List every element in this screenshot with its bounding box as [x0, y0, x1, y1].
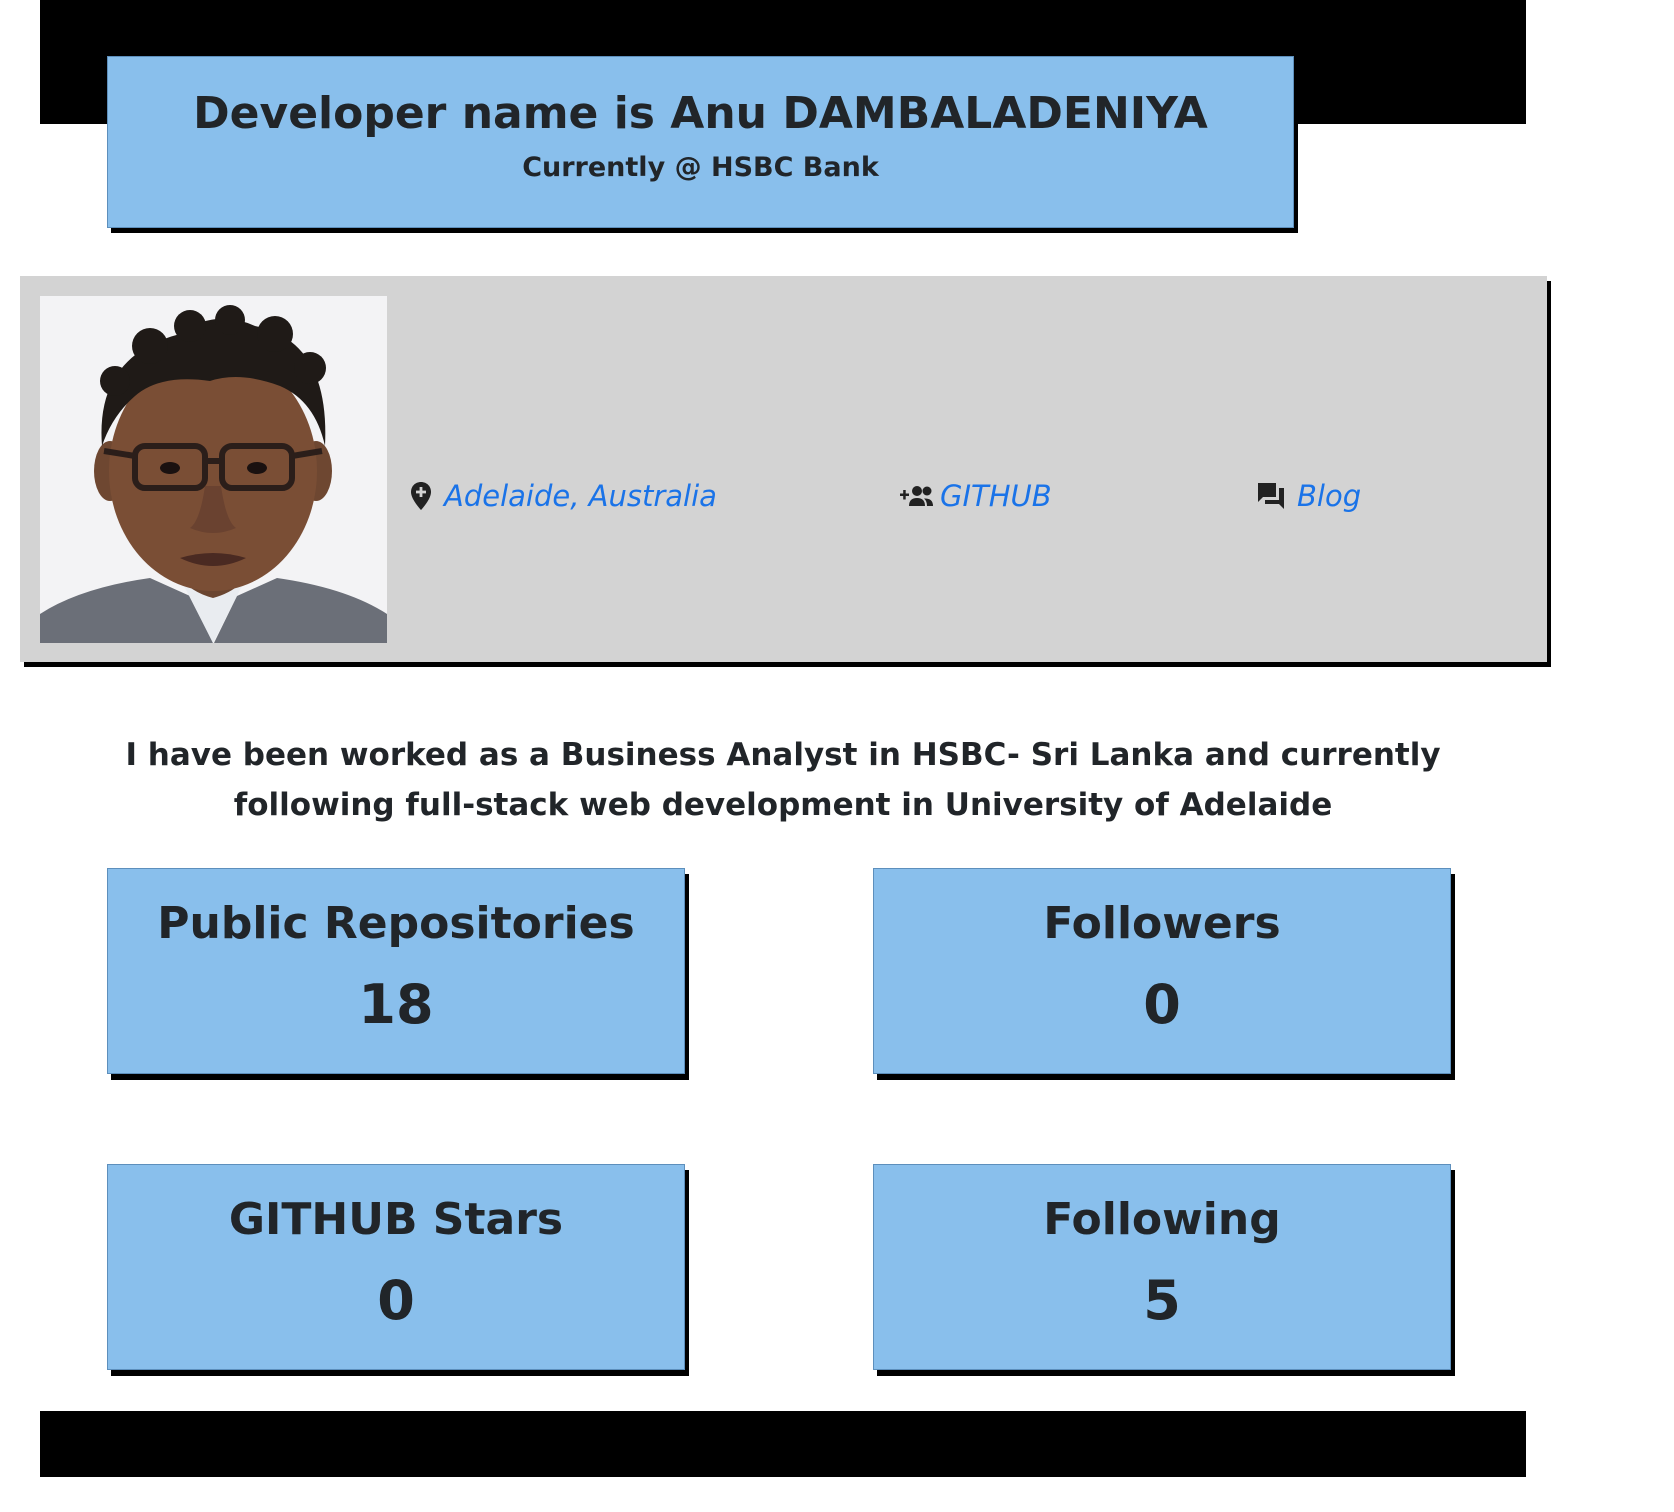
stat-label: Following: [1043, 1194, 1281, 1245]
avatar: [40, 296, 387, 643]
location-link[interactable]: Adelaide, Australia: [410, 476, 717, 516]
profile-panel: Adelaide, Australia GITHUB Blog: [20, 276, 1547, 662]
stat-value: 5: [1143, 1269, 1181, 1332]
stat-value: 18: [358, 973, 434, 1036]
bottom-bar: [40, 1411, 1526, 1477]
stat-value: 0: [377, 1269, 415, 1332]
location-pin-icon: [410, 481, 432, 511]
bio-text: I have been worked as a Business Analyst…: [125, 737, 1441, 823]
stat-card-following: Following 5: [873, 1164, 1451, 1370]
github-link[interactable]: GITHUB: [900, 476, 1052, 516]
stat-label: Followers: [1043, 898, 1281, 949]
chat-forum-icon: [1257, 482, 1285, 510]
stat-label: Public Repositories: [157, 898, 635, 949]
location-text: Adelaide, Australia: [444, 479, 717, 513]
blog-link[interactable]: Blog: [1257, 476, 1361, 516]
stat-card-github-stars: GITHUB Stars 0: [107, 1164, 685, 1370]
developer-header-card: Developer name is Anu DAMBALADENIYA Curr…: [107, 56, 1294, 228]
stat-card-public-repositories: Public Repositories 18: [107, 868, 685, 1074]
stat-label: GITHUB Stars: [228, 1194, 564, 1245]
blog-text: Blog: [1297, 479, 1362, 513]
profile-photo-icon: [40, 296, 387, 643]
stat-value: 0: [1143, 973, 1181, 1036]
add-people-icon: [900, 484, 934, 508]
current-employer: Currently @ HSBC Bank: [522, 152, 879, 183]
github-text: GITHUB: [940, 479, 1052, 513]
developer-name-title: Developer name is Anu DAMBALADENIYA: [193, 88, 1208, 139]
stat-card-followers: Followers 0: [873, 868, 1451, 1074]
